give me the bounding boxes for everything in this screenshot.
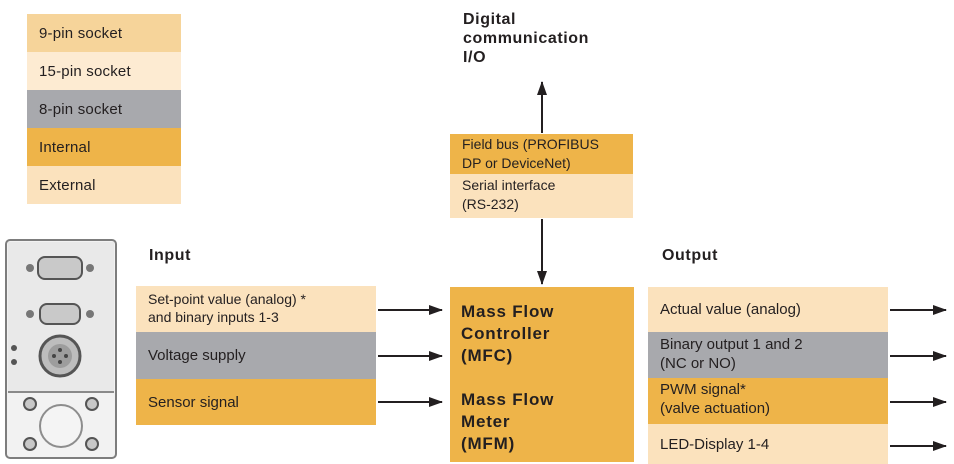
output-line: LED-Display 1-4	[660, 435, 770, 453]
input-line: and binary inputs 1-3	[148, 309, 279, 325]
legend-label: 15-pin socket	[39, 62, 131, 80]
center-line: Mass Flow	[461, 390, 555, 409]
input-line: Voltage supply	[148, 347, 246, 364]
output-heading: Output	[662, 247, 719, 264]
output-pwm-box: PWM signal* (valve actuation)	[648, 378, 888, 424]
mass-flow-controller-block: Mass Flow Controller (MFC) Mass Flow Met…	[450, 287, 634, 462]
legend-label: 9-pin socket	[39, 24, 123, 42]
device-illustration	[5, 239, 117, 459]
serial-line: (RS-232)	[462, 196, 519, 212]
round-socket-icon	[38, 334, 82, 378]
input-line: Sensor signal	[148, 393, 239, 411]
fieldbus-line: Field bus (PROFIBUS	[462, 136, 599, 152]
center-line: (MFC)	[461, 346, 514, 365]
heading-line: I/O	[463, 49, 487, 66]
mfc-label: Mass Flow Controller (MFC)	[461, 301, 634, 367]
output-line: (NC or NO)	[660, 355, 736, 372]
sub-d-socket-icon	[26, 303, 94, 325]
output-line: PWM signal*	[660, 381, 746, 398]
input-line: Set-point value (analog) *	[148, 291, 306, 307]
legend-item-internal: Internal	[27, 128, 181, 166]
legend-item-external: External	[27, 166, 181, 204]
fieldbus-box: Field bus (PROFIBUS DP or DeviceNet)	[450, 134, 633, 174]
output-line: (valve actuation)	[660, 400, 771, 417]
input-setpoint-box: Set-point value (analog) * and binary in…	[136, 286, 376, 332]
output-led-display-box: LED-Display 1-4	[648, 424, 888, 464]
legend-label: External	[39, 176, 96, 194]
mfm-label: Mass Flow Meter (MFM)	[461, 389, 634, 455]
legend-item-9pin-socket: 9-pin socket	[27, 14, 181, 52]
input-sensor-signal-box: Sensor signal	[136, 379, 376, 425]
center-line: (MFM)	[461, 434, 516, 453]
serial-line: Serial interface	[462, 177, 556, 193]
input-heading: Input	[149, 247, 192, 264]
legend-label: Internal	[39, 138, 91, 156]
center-line: Mass Flow	[461, 302, 555, 321]
output-line: Binary output 1 and 2	[660, 336, 803, 353]
input-voltage-supply-box: Voltage supply	[136, 332, 376, 379]
output-binary-box: Binary output 1 and 2 (NC or NO)	[648, 332, 888, 378]
heading-line: communication	[463, 30, 590, 47]
legend-label: 8-pin socket	[39, 100, 123, 118]
legend-item-8pin-socket: 8-pin socket	[27, 90, 181, 128]
legend-item-15pin-socket: 15-pin socket	[27, 52, 181, 90]
fieldbus-line: DP or DeviceNet)	[462, 155, 571, 171]
digital-communication-heading: Digital communication I/O	[463, 10, 589, 67]
output-actual-value-box: Actual value (analog)	[648, 287, 888, 332]
center-line: Meter	[461, 412, 511, 431]
output-line: Actual value (analog)	[660, 301, 801, 318]
center-line: Controller	[461, 324, 551, 343]
serial-interface-box: Serial interface (RS-232)	[450, 174, 633, 218]
heading-line: Digital	[463, 11, 517, 28]
sub-d-socket-icon	[26, 256, 94, 280]
